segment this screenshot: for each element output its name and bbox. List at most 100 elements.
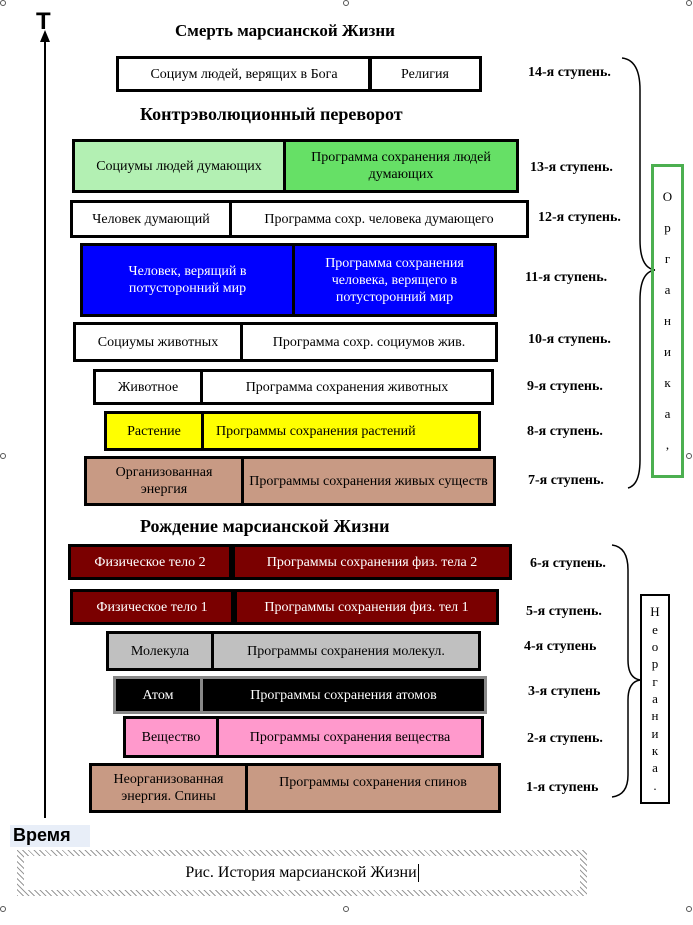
header-death: Смерть марсианской Жизни	[175, 21, 395, 40]
header-birth: Рождение марсианской Жизни	[140, 516, 390, 536]
level-14-right-box[interactable]: Религия	[368, 56, 482, 92]
caption-inner[interactable]: Рис. История марсианской Жизни	[24, 856, 580, 890]
level-6-step: 6-я ступень.	[530, 556, 606, 571]
inorganic-letter: е	[652, 621, 658, 637]
level-4-left-box[interactable]: Молекула	[106, 631, 214, 671]
level-11-left-text: Человек, верящий в потусторонний мир	[128, 264, 247, 296]
time-label-text: Время	[13, 825, 71, 845]
level-11-right-text: Программа сохранения человека, верящего …	[325, 255, 464, 305]
level-11-right-box[interactable]: Программа сохранения человека, верящего …	[292, 243, 497, 317]
level-9-right-text: Программа сохранения животных	[245, 379, 449, 395]
level-1-right-text: Программы сохранения спинов	[279, 775, 467, 790]
level-6-left-box[interactable]: Физическое тело 2	[68, 544, 232, 580]
level-8-left-text: Растение	[127, 423, 181, 439]
level-12-right-box[interactable]: Программа сохр. человека думающего	[229, 200, 529, 238]
level-12-left-text: Человек думающий	[92, 211, 210, 227]
level-4-right-box[interactable]: Программы сохранения молекул.	[211, 631, 481, 671]
level-12-step: 12-я ступень.	[538, 210, 621, 225]
level-3-right-box[interactable]: Программы сохранения атомов	[200, 676, 487, 714]
selection-handle[interactable]	[0, 0, 6, 6]
level-5-right-text: Программы сохранения физ. тел 1	[264, 599, 469, 615]
level-5-right-box[interactable]: Программы сохранения физ. тел 1	[234, 589, 499, 625]
organic-letter: и	[664, 344, 671, 359]
text-cursor	[417, 864, 419, 882]
level-1-right-box[interactable]: Программы сохранения спинов	[245, 763, 501, 813]
organic-letter: ,	[665, 437, 670, 452]
level-12-right-text: Программа сохр. человека думающего	[264, 211, 494, 227]
level-1-left-box[interactable]: Неорганизованная энергия. Спины	[89, 763, 248, 813]
level-8-step: 8-я ступень.	[527, 424, 603, 439]
level-14-left-text: Социум людей, верящих в Бога	[150, 66, 338, 82]
header-counter-revolution: Контрэволюционный переворот	[140, 104, 403, 124]
level-2-left-box[interactable]: Вещество	[123, 716, 219, 758]
level-1-step: 1-я ступень	[526, 780, 599, 795]
inorganic-letter: а	[652, 690, 658, 706]
level-12-left-box[interactable]: Человек думающий	[70, 200, 232, 238]
level-10-step: 10-я ступень.	[528, 332, 611, 347]
organic-letter: О	[662, 189, 673, 204]
selection-handle[interactable]	[686, 453, 692, 459]
level-2-right-text: Программы сохранения вещества	[249, 729, 451, 745]
inorganic-letter: р	[651, 656, 659, 672]
level-9-left-box[interactable]: Животное	[93, 369, 203, 405]
level-4-right-text: Программы сохранения молекул.	[247, 643, 445, 659]
inorganic-brace-upper	[611, 544, 641, 681]
level-3-left-text: Атом	[142, 687, 174, 703]
level-13-right-text: Программа сохранения людей думающих	[311, 150, 491, 182]
level-2-right-box[interactable]: Программы сохранения вещества	[216, 716, 484, 758]
level-5-left-box[interactable]: Физическое тело 1	[70, 589, 234, 625]
level-2-step: 2-я ступень.	[527, 731, 603, 746]
level-10-right-text: Программа сохр. социумов жив.	[272, 334, 466, 350]
level-4-left-text: Молекула	[130, 643, 190, 659]
level-7-left-box[interactable]: Организованная энергия	[84, 456, 244, 506]
level-7-right-text: Программы сохранения живых существ	[249, 473, 488, 489]
organic-letter: н	[664, 313, 671, 328]
level-10-left-box[interactable]: Социумы животных	[73, 322, 243, 362]
axis-top-label: T	[36, 8, 51, 35]
level-7-right-box[interactable]: Программы сохранения живых существ	[241, 456, 496, 506]
level-11-step: 11-я ступень.	[525, 270, 608, 285]
level-3-step: 3-я ступень	[528, 684, 601, 699]
level-7-left-text: Организованная энергия	[115, 465, 213, 497]
level-10-left-text: Социумы животных	[97, 334, 219, 350]
level-3-left-box[interactable]: Атом	[113, 676, 203, 714]
selection-handle[interactable]	[343, 0, 349, 6]
organic-letter: а	[664, 406, 671, 421]
level-7-step: 7-я ступень.	[528, 473, 604, 488]
level-14-left-box[interactable]: Социум людей, верящих в Бога	[116, 56, 372, 92]
selection-handle[interactable]	[686, 906, 692, 912]
inorganic-letter: и	[651, 725, 659, 741]
level-14-right-text: Религия	[401, 66, 449, 82]
level-8-left-box[interactable]: Растение	[104, 411, 204, 451]
selection-handle[interactable]	[0, 453, 6, 459]
level-13-left-box[interactable]: Социумы людей думающих	[72, 139, 286, 193]
inorganic-letter: а	[652, 760, 658, 776]
time-axis-arrowhead	[40, 30, 50, 42]
level-6-right-text: Программы сохранения физ. тела 2	[266, 554, 478, 570]
level-6-right-box[interactable]: Программы сохранения физ. тела 2	[232, 544, 512, 580]
level-13-left-text: Социумы людей думающих	[96, 158, 262, 174]
level-5-step: 5-я ступень.	[526, 604, 602, 619]
inorganic-letter: к	[651, 742, 659, 758]
organic-letter: а	[664, 282, 671, 297]
selection-handle[interactable]	[686, 0, 692, 6]
level-13-right-box[interactable]: Программа сохранения людей думающих	[283, 139, 519, 193]
level-14-step: 14-я ступень.	[528, 65, 611, 80]
level-10-right-box[interactable]: Программа сохр. социумов жив.	[240, 322, 498, 362]
organic-brace-upper	[621, 57, 656, 271]
level-4-step: 4-я ступень	[524, 639, 597, 654]
time-label	[10, 825, 90, 847]
inorganic-letter: .	[653, 777, 657, 793]
selection-handle[interactable]	[0, 906, 6, 912]
inorganic-letter: о	[651, 638, 659, 654]
inorganic-letter: Н	[650, 604, 660, 620]
level-9-right-box[interactable]: Программа сохранения животных	[200, 369, 494, 405]
level-8-right-box[interactable]: Программы сохранения растений	[201, 411, 481, 451]
level-2-left-text: Вещество	[141, 729, 201, 745]
inorganic-brace-lower	[611, 679, 641, 798]
level-11-left-box[interactable]: Человек, верящий в потусторонний мир	[80, 243, 295, 317]
selection-handle[interactable]	[343, 906, 349, 912]
inorganic-letter: н	[651, 708, 659, 724]
